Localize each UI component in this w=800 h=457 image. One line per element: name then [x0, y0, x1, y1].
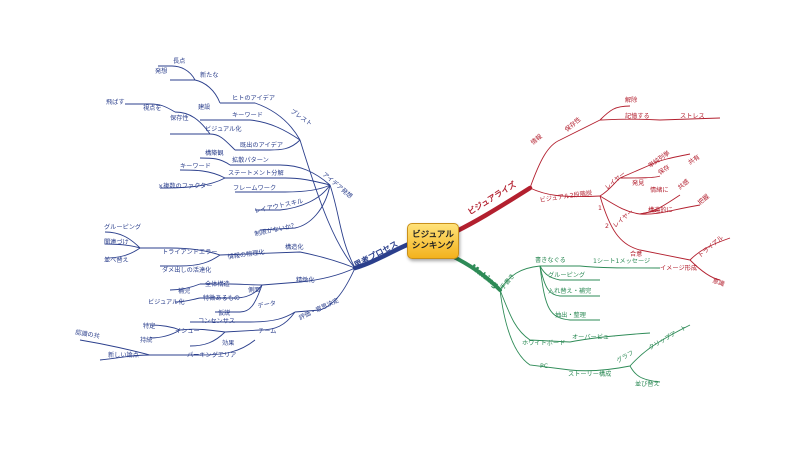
label-ketsudan: 意識 — [711, 276, 725, 288]
label-red-jouhou: 情報 — [529, 132, 544, 146]
label-clipart: クリップアート — [648, 324, 689, 352]
label-hozon: 保存性 — [170, 114, 189, 122]
label-overview: オーバービュー — [572, 333, 615, 341]
label-ninshiki: 認識の共 — [75, 328, 101, 340]
label-two: 2 — [605, 223, 609, 230]
branch-thinking-line — [352, 241, 412, 271]
label-goui: 合意 — [630, 250, 642, 258]
label-kouzouteki: 構造的に — [648, 206, 673, 214]
label-graph: グラフ — [615, 349, 635, 365]
label-kyouyuu: 共有 — [687, 153, 702, 167]
label-jizoku: 持続 — [140, 336, 153, 344]
label-kakinaguru: 書きなぐる — [535, 256, 566, 264]
label-dame: ダメ出しの活達化 — [162, 266, 211, 274]
center-title-line-1: ビジュアル — [412, 230, 454, 240]
label-kouka: 効果 — [222, 339, 234, 347]
label-kanren: 関連づけ — [104, 238, 129, 246]
label-tobasu: 飛ばす — [106, 98, 125, 106]
label-layer-1: レイヤー — [604, 170, 627, 191]
label-consensus: コンセンサス — [198, 318, 235, 325]
label-visualka-1: ビジュアル化 — [205, 125, 242, 133]
label-whiteboard: ホワイトボード — [522, 339, 565, 347]
label-kouzou-kan: 構築観 — [205, 149, 224, 157]
label-green-grouping: グルーピング — [548, 271, 585, 279]
label-tokutei: 特定 — [143, 322, 155, 330]
label-kaijo: 解除 — [625, 96, 638, 104]
label-layout: レイアウトスキル — [254, 197, 304, 215]
label-kouzouka: 構造化 — [285, 243, 304, 251]
label-kioku: 記憶する — [625, 112, 650, 120]
label-layer-2: レイヤー — [612, 208, 635, 229]
label-chouten: 長点 — [173, 57, 185, 65]
label-image: イメージ形成 — [660, 264, 697, 272]
label-kasetsu: 仮説 — [218, 309, 230, 317]
label-hassou: 発想 — [155, 67, 167, 75]
label-hakken: 発見 — [632, 179, 644, 187]
label-stress: ストレス — [680, 113, 705, 120]
label-seimitsu: 精緻化 — [296, 276, 315, 284]
branch-label-making: Making — [469, 262, 501, 289]
label-brainstorm: ブレスト — [289, 107, 314, 128]
label-idea: アイデア発想 — [321, 170, 354, 200]
label-parking: パーキングエリア — [187, 351, 236, 359]
label-narabe: 並べ替え — [104, 256, 129, 264]
label-pc: PC — [540, 363, 548, 370]
label-sheet: 1シート1メッセージ — [593, 258, 650, 265]
center-node[interactable]: ビジュアル シンキング — [407, 223, 459, 259]
label-rikai: 情緒に — [650, 186, 669, 194]
label-keyword-2: キーワード — [180, 163, 211, 170]
label-nidankai: ビジュアル2段階説 — [539, 189, 592, 204]
label-team: チーム — [258, 328, 276, 335]
label-hito-idea: ヒトのアイデア — [232, 94, 275, 102]
label-kyoukan: 共感 — [676, 177, 691, 191]
label-kakusan: 拡散パターン — [232, 156, 269, 164]
label-statement: ステートメント分解 — [228, 169, 284, 177]
label-green-narabe: 並び替え — [635, 380, 660, 388]
label-hosoku: 補完 — [178, 287, 190, 295]
label-data: データ — [257, 299, 277, 310]
label-kenzou: 建設 — [198, 103, 210, 111]
label-jouhou: 情報の物理化 — [227, 248, 265, 261]
label-zentai: 全体構造 — [205, 280, 230, 288]
label-factor: ×複数のファクター — [158, 182, 212, 190]
label-bassui: 抽出・整理 — [555, 311, 586, 319]
label-rikai-2: 把握 — [696, 192, 711, 206]
label-tokuchou: 特徴あるもの — [203, 294, 240, 302]
label-story: ストーリー構成 — [568, 370, 611, 378]
label-kison: 既出のアイデア — [240, 141, 283, 149]
label-one: 1 — [598, 205, 602, 212]
label-sokumen: 側面 — [248, 286, 260, 294]
center-title-line-2: シンキング — [411, 241, 455, 251]
label-trial: トライアル — [697, 234, 725, 259]
label-irekae: 入れ替え・補完 — [548, 287, 591, 295]
label-keyword-1: キーワード — [232, 112, 263, 119]
label-seiyaku: 制限がないか？ — [254, 221, 298, 238]
label-shiten: 視点を — [143, 104, 162, 112]
label-red-hozon: 保存性 — [563, 115, 582, 133]
label-arata: 新たな — [200, 71, 219, 79]
label-framework: フレームワーク — [233, 185, 276, 192]
label-grouping: グルーピング — [104, 223, 141, 231]
label-atarashii: 新しい論点 — [108, 351, 139, 359]
label-hozon-2: 保存 — [657, 163, 672, 177]
green-connectors — [499, 265, 691, 383]
label-triand: トライアンドエラー — [162, 249, 217, 256]
red-connectors — [529, 105, 731, 281]
branch-visualize-line — [452, 185, 533, 235]
label-hyouka: 評価・意思決定 — [297, 296, 340, 322]
label-visualka-2: ビジュアル化 — [148, 298, 185, 306]
label-issue: イシュー — [175, 328, 200, 335]
label-tegaki: 手書き — [498, 272, 516, 291]
blue-connectors — [79, 65, 356, 361]
